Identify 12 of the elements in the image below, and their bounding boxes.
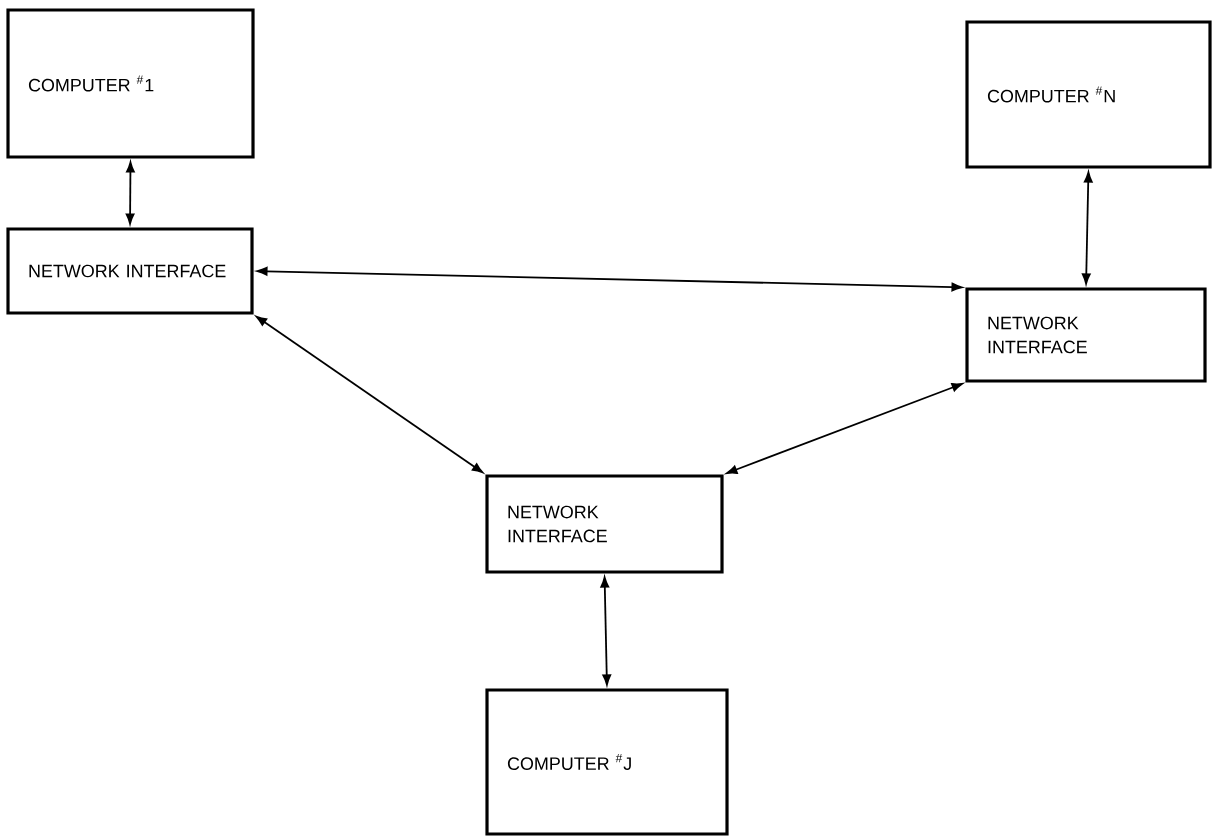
interface-box: NETWORK INTERFACE [6,227,254,315]
computer-box: COMPUTER $^{#}$1 [6,8,255,159]
arrow [125,161,135,225]
computer-box: COMPUTER $^{#}$J [485,688,729,836]
arrow [255,315,484,474]
interface-box: NETWORK INTERFACE [965,287,1207,383]
arrow [726,383,963,474]
computer-box: COMPUTER $^{#}$N [965,20,1212,169]
arrow [1081,171,1093,285]
arrow [600,576,612,686]
interface-box: NETWORK INTERFACE [485,474,724,574]
arrow [256,266,963,292]
